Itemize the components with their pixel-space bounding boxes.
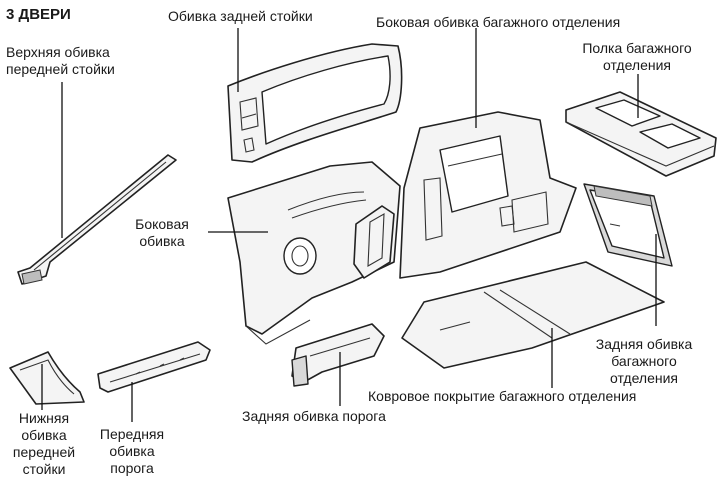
luggage-shelf-part <box>565 91 717 177</box>
lower-a-pillar-trim-part <box>9 351 85 405</box>
luggage-carpet-part <box>401 261 665 369</box>
label-side-luggage-trim: Боковая обивка багажного отделения <box>376 14 621 30</box>
side-luggage-trim-part <box>399 111 577 279</box>
diagram-title: 3 ДВЕРИ <box>6 6 71 23</box>
upper-a-pillar-trim-part <box>17 154 177 285</box>
label-luggage-carpet: Ковровое покрытие багажного отделения <box>368 388 637 404</box>
leader-lines <box>41 28 657 422</box>
label-side-trim: Боковая обивка <box>135 216 189 249</box>
label-rear-pillar-trim: Обивка задней стойки <box>168 8 313 24</box>
label-luggage-shelf: Полка багажного отделения <box>582 40 692 73</box>
side-trim-part <box>227 161 401 345</box>
label-upper-a-pillar-trim: Верхняя обивка передней стойки <box>6 44 115 77</box>
label-lower-a-pillar-trim: Нижняя обивка передней стойки <box>12 410 76 477</box>
label-rear-sill-trim: Задняя обивка порога <box>242 408 386 424</box>
label-rear-luggage-trim: Задняя обивка багажного отделения <box>595 336 693 386</box>
rear-pillar-trim-part <box>227 43 403 163</box>
rear-luggage-trim-part <box>583 183 673 267</box>
rear-sill-trim-part <box>291 323 385 387</box>
front-sill-trim-part <box>97 341 211 393</box>
label-front-sill-trim: Передняя обивка порога <box>99 426 165 476</box>
